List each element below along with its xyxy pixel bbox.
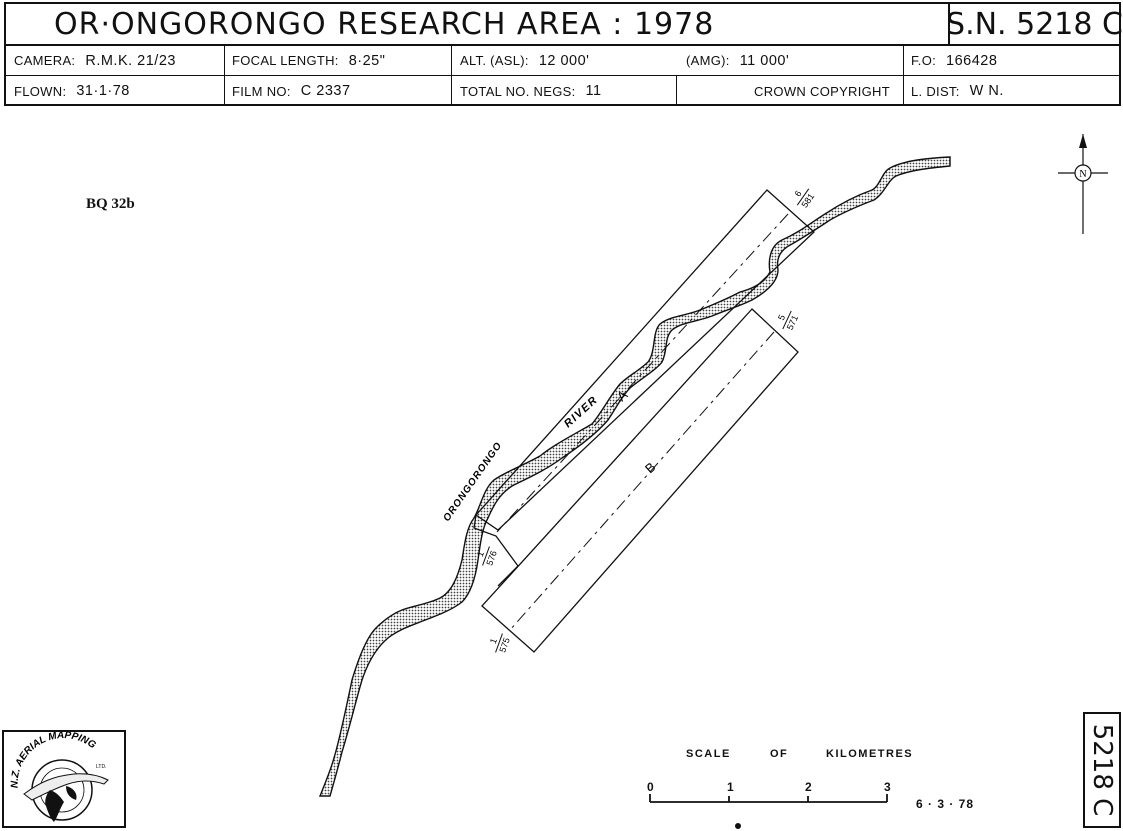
divider <box>451 46 452 75</box>
scale-title-word-1: SCALE <box>686 748 731 760</box>
divider <box>903 76 904 106</box>
camera-label: CAMERA: <box>14 53 76 68</box>
aerial-mapping-logo-icon: N.Z. AERIAL MAPPING LTD. <box>10 730 109 822</box>
film-value: C 2337 <box>300 83 351 99</box>
photo-run-b-outline <box>481 308 799 653</box>
scale-title-word-2: OF <box>770 748 789 760</box>
sheet-number-side-label: 5218 C <box>1083 712 1121 828</box>
divider <box>451 76 452 106</box>
ldist-field: L. DIST: W N. <box>911 76 1004 106</box>
divider <box>224 46 225 75</box>
photo-label-6-581: 6 581 <box>793 188 816 209</box>
photo-571-number: 571 <box>785 314 800 332</box>
run-b-centreline <box>509 331 775 631</box>
amg-value: 11 000' <box>739 52 790 69</box>
scale-tick-1: 1 <box>727 780 734 794</box>
run-a-centreline <box>496 213 789 533</box>
logo-small-text: LTD. <box>96 764 106 770</box>
photo-run-a-outline <box>475 189 815 531</box>
alt-field: ALT. (ASL): 12 000' <box>460 46 589 75</box>
scale-tick-3: 3 <box>884 780 891 794</box>
negs-label: TOTAL NO. NEGS: <box>460 83 576 99</box>
photo-5-number: 5 <box>776 313 787 322</box>
info-row-2: FLOWN: 31·1·78 FILM NO: C 2337 TOTAL NO.… <box>6 76 1119 106</box>
focal-field: FOCAL LENGTH: 8·25" <box>232 46 385 75</box>
amg-field: (AMG): 11 000' <box>686 46 789 75</box>
photo-1-number: 1 <box>475 550 486 558</box>
sheet-number: S.N. 5218 C <box>946 4 1123 44</box>
info-row-1: CAMERA: R.M.K. 21/23 FOCAL LENGTH: 8·25"… <box>6 46 1119 76</box>
film-field: FILM NO: C 2337 <box>232 76 351 106</box>
fraction-bar <box>782 310 792 330</box>
title-row: OR·ONGORONGO RESEARCH AREA : 1978 S.N. 5… <box>6 4 1123 46</box>
fo-field: F.O: 166428 <box>911 46 997 75</box>
river-channel <box>318 156 951 797</box>
north-arrow-icon: N <box>1058 134 1108 234</box>
divider <box>903 46 904 75</box>
copyright-field: CROWN COPYRIGHT <box>676 76 894 106</box>
scale-bar <box>649 794 888 803</box>
map-date: 6 · 3 · 78 <box>916 797 975 811</box>
run-b-label: B <box>642 459 658 476</box>
negs-value: 11 <box>585 83 602 99</box>
flown-label: FLOWN: <box>14 83 67 99</box>
focal-value: 8·25" <box>348 52 386 69</box>
photo-1b-number: 1 <box>488 637 499 645</box>
photo-end-box <box>473 514 519 587</box>
fraction-bar <box>796 188 810 206</box>
company-logo: N.Z. AERIAL MAPPING LTD. <box>2 730 126 828</box>
flown-field: FLOWN: 31·1·78 <box>14 76 130 106</box>
ldist-value: W N. <box>969 83 1004 99</box>
header-table: OR·ONGORONGO RESEARCH AREA : 1978 S.N. 5… <box>4 2 1123 106</box>
flown-value: 31·1·78 <box>76 83 130 99</box>
amg-label: (AMG): <box>686 53 730 68</box>
map-title: OR·ONGORONGO RESEARCH AREA : 1978 <box>54 6 715 42</box>
fo-label: F.O: <box>911 53 937 68</box>
north-label: N <box>1079 169 1086 180</box>
alt-label: ALT. (ASL): <box>460 53 529 68</box>
photo-label-1-575: 1 575 <box>488 633 512 654</box>
fraction-bar <box>495 633 503 653</box>
focal-label: FOCAL LENGTH: <box>232 53 339 68</box>
map-reference-label: BQ 32b <box>86 196 135 212</box>
photo-575-number: 575 <box>497 636 512 654</box>
photo-label-5-571: 5 571 <box>776 310 800 332</box>
scale-title-word-3: KILOMETRES <box>826 748 914 760</box>
copyright-text: CROWN COPYRIGHT <box>754 83 890 99</box>
sheet-number-rotated: 5218 C <box>1087 723 1117 817</box>
divider <box>676 76 677 106</box>
film-label: FILM NO: <box>232 83 291 99</box>
fo-value: 166428 <box>946 52 998 69</box>
camera-value: R.M.K. 21/23 <box>85 52 176 69</box>
scale-tick-0: 0 <box>647 780 654 794</box>
photo-576-number: 576 <box>484 549 499 567</box>
divider <box>224 76 225 106</box>
alt-value: 12 000' <box>538 52 590 69</box>
scale-tick-2: 2 <box>805 780 812 794</box>
photo-label-1-576: 1 576 <box>475 546 499 567</box>
ldist-label: L. DIST: <box>911 83 960 99</box>
camera-field: CAMERA: R.M.K. 21/23 <box>14 46 176 75</box>
photo-6-number: 6 <box>793 189 804 199</box>
fraction-bar <box>482 546 490 566</box>
negs-field: TOTAL NO. NEGS: 11 <box>460 76 602 106</box>
registration-dot <box>735 823 741 829</box>
